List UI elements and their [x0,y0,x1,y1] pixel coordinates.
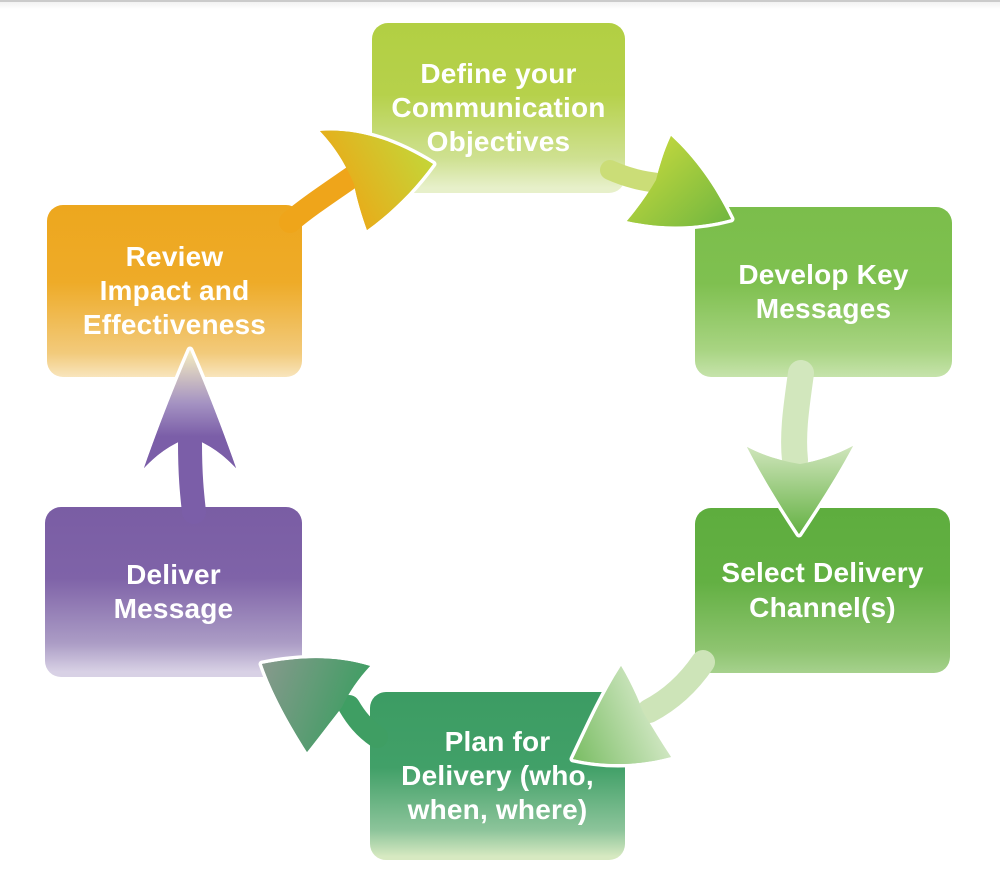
step-label-review-impact: Review Impact and Effectiveness [82,240,267,341]
step-box-plan-for-delivery: Plan for Delivery (who, when, where) [370,692,625,860]
arrow-stem-review-to-define [279,149,387,233]
step-box-review-impact: Review Impact and Effectiveness [47,205,302,377]
step-label-develop-key-messages: Develop Key Messages [738,258,909,324]
arrow-stem-deliver-to-review [178,431,206,524]
step-box-select-delivery-channels: Select Delivery Channel(s) [695,508,950,673]
step-label-deliver-message: Deliver Message [113,558,234,624]
step-box-develop-key-messages: Develop Key Messages [695,207,952,377]
step-label-define-objectives: Define your Communication Objectives [391,57,606,158]
step-box-deliver-message: Deliver Message [45,507,302,677]
arrow-stem-develop-to-select [781,360,814,473]
step-label-select-delivery-channels: Select Delivery Channel(s) [721,557,924,623]
step-box-define-objectives: Define your Communication Objectives [372,23,625,193]
arrow-stem-select-to-plan [637,650,715,723]
top-edge-haze [0,2,1000,9]
top-border-line [0,0,1000,2]
step-label-plan-for-delivery: Plan for Delivery (who, when, where) [401,725,594,826]
